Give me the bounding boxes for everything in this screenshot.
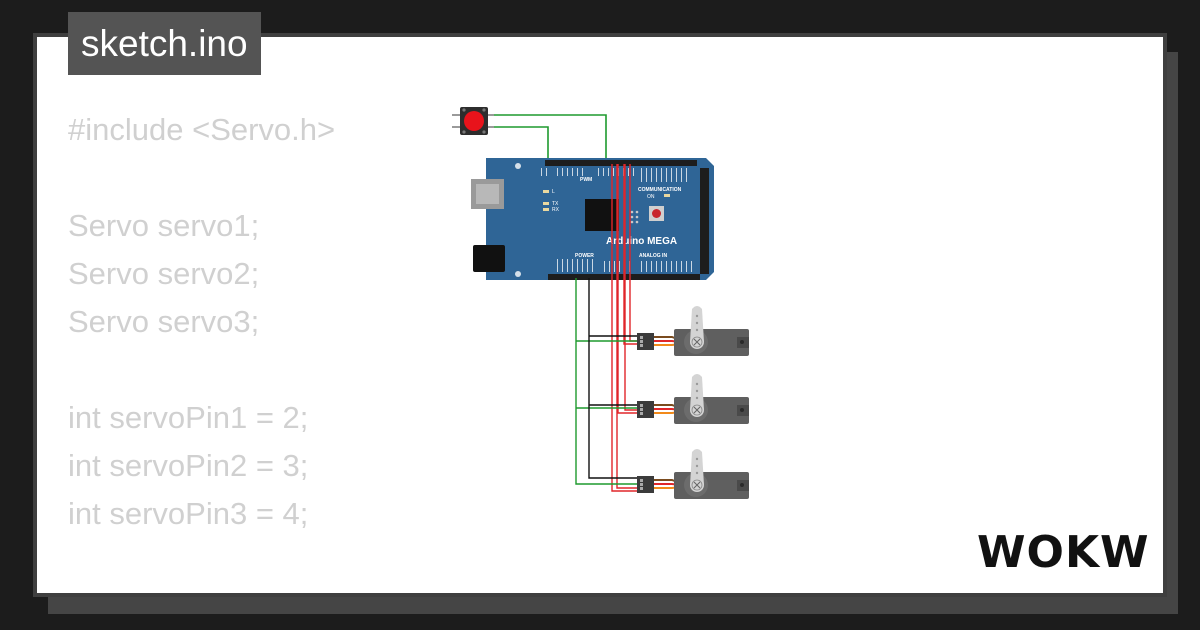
preview-card: #include <Servo.h> Servo servo1; Servo s…	[33, 33, 1167, 597]
wokwi-logo[interactable]: WOKWi	[942, 491, 1152, 581]
button-cap[interactable]	[464, 111, 484, 131]
power-label: POWER	[575, 253, 594, 259]
code-line: Servo servo3;	[68, 304, 260, 339]
arduino-mega-board[interactable]: L TX RX ON PWM COMMUNICATION Arduino MEG…	[471, 158, 714, 280]
pin-labels	[541, 168, 692, 272]
servo-1[interactable]	[637, 306, 749, 356]
communication-label: COMMUNICATION	[638, 187, 682, 193]
digital-header	[545, 160, 697, 166]
led-rx-label: RX	[552, 207, 560, 213]
led-on-label: ON	[647, 194, 655, 200]
code-line: Servo servo2;	[68, 256, 260, 291]
pushbutton[interactable]	[452, 107, 494, 135]
servo-2[interactable]	[637, 374, 749, 424]
wokwi-logo-text: WOKWi	[977, 527, 1152, 578]
analog-in-label: ANALOG IN	[639, 253, 667, 259]
led-tx-label: TX	[552, 201, 559, 207]
double-header	[700, 168, 709, 274]
code-line: int servoPin2 = 3;	[68, 448, 309, 483]
servo-3[interactable]	[637, 449, 749, 499]
code-line: int servoPin3 = 4;	[68, 496, 309, 531]
led-l-label: L	[552, 189, 555, 195]
button-wires	[494, 114, 607, 164]
power-jack	[473, 245, 505, 272]
servo-wires	[575, 164, 640, 492]
pwm-label: PWM	[580, 177, 592, 183]
mcu-chip	[585, 199, 619, 231]
code-preview: #include <Servo.h> Servo servo1; Servo s…	[68, 106, 336, 593]
file-tab[interactable]: sketch.ino	[68, 12, 261, 75]
code-line: Servo servo1;	[68, 208, 260, 243]
board-name: Arduino MEGA	[606, 236, 677, 247]
code-line: #include <Servo.h>	[68, 112, 336, 147]
code-line: void setup() {	[68, 586, 335, 593]
code-line: int servoPin1 = 2;	[68, 400, 309, 435]
